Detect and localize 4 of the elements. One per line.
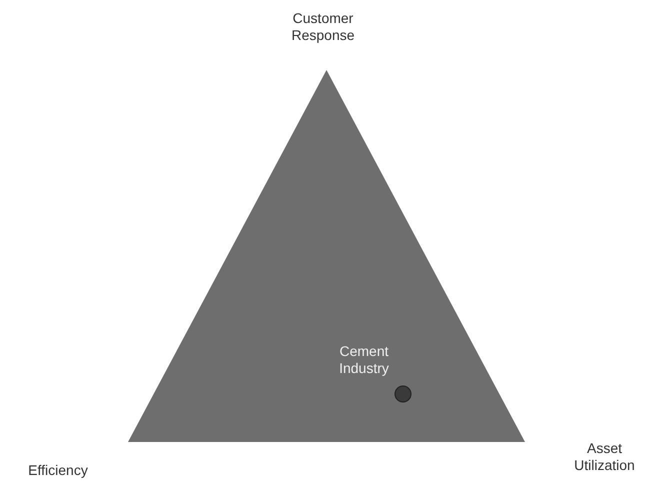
vertex-label: Efficiency [27,462,89,479]
vertex-label: Asset Utilization [573,440,636,474]
vertex-label: Customer Response [290,10,356,44]
dot-label: Cement Industry [338,343,390,377]
